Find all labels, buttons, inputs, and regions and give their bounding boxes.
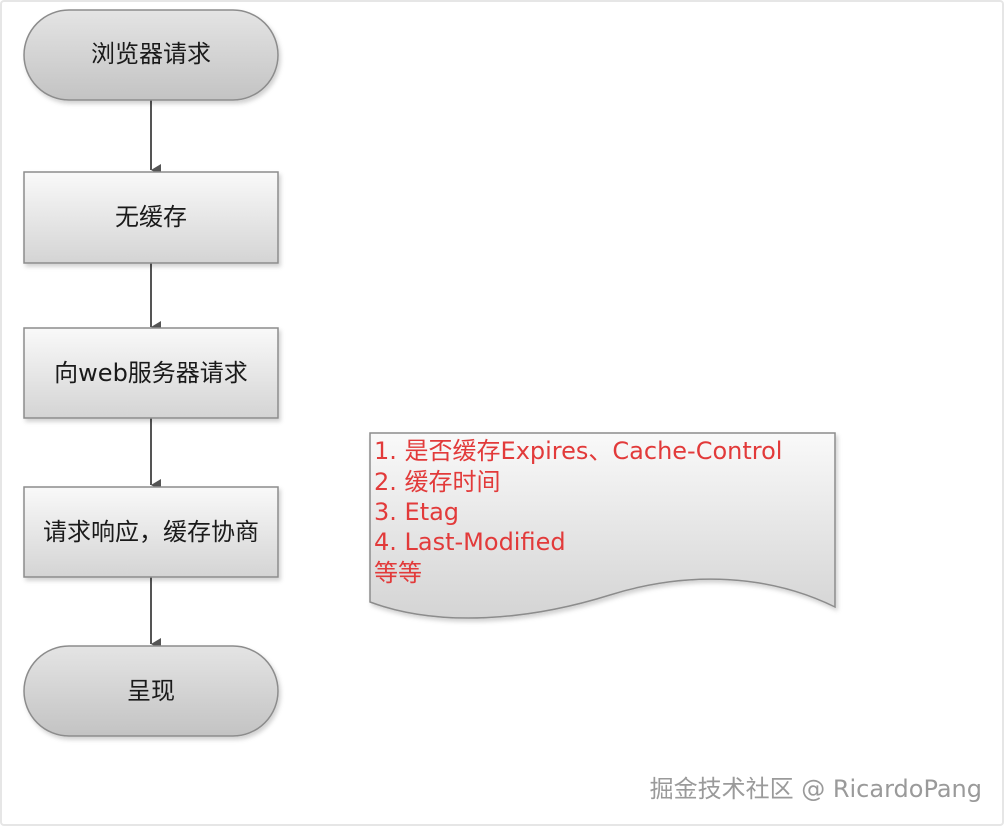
- node-response-cache: [23, 486, 279, 578]
- node-label-response-cache: 请求响应，缓存协商: [43, 518, 259, 546]
- node-render: [23, 645, 279, 737]
- node-web-server-request: [23, 327, 279, 419]
- note-line-1: 1. 是否缓存Expires、Cache-Control: [374, 437, 782, 465]
- node-label-render: 呈现: [127, 677, 175, 705]
- note-line-3: 3. Etag: [374, 498, 459, 526]
- note-document-shape: [369, 432, 836, 619]
- note-line-4: 4. Last-Modified: [374, 528, 566, 556]
- node-no-cache: [23, 171, 279, 264]
- node-browser-request: [23, 9, 279, 101]
- note-line-2: 2. 缓存时间: [374, 468, 501, 496]
- node-label-no-cache: 无缓存: [115, 203, 187, 231]
- node-label-browser-request: 浏览器请求: [91, 40, 211, 68]
- note-line-5: 等等: [374, 559, 422, 587]
- watermark-text: 掘金技术社区 @ RicardoPang: [649, 775, 982, 803]
- node-label-web-server-request: 向web服务器请求: [54, 359, 248, 387]
